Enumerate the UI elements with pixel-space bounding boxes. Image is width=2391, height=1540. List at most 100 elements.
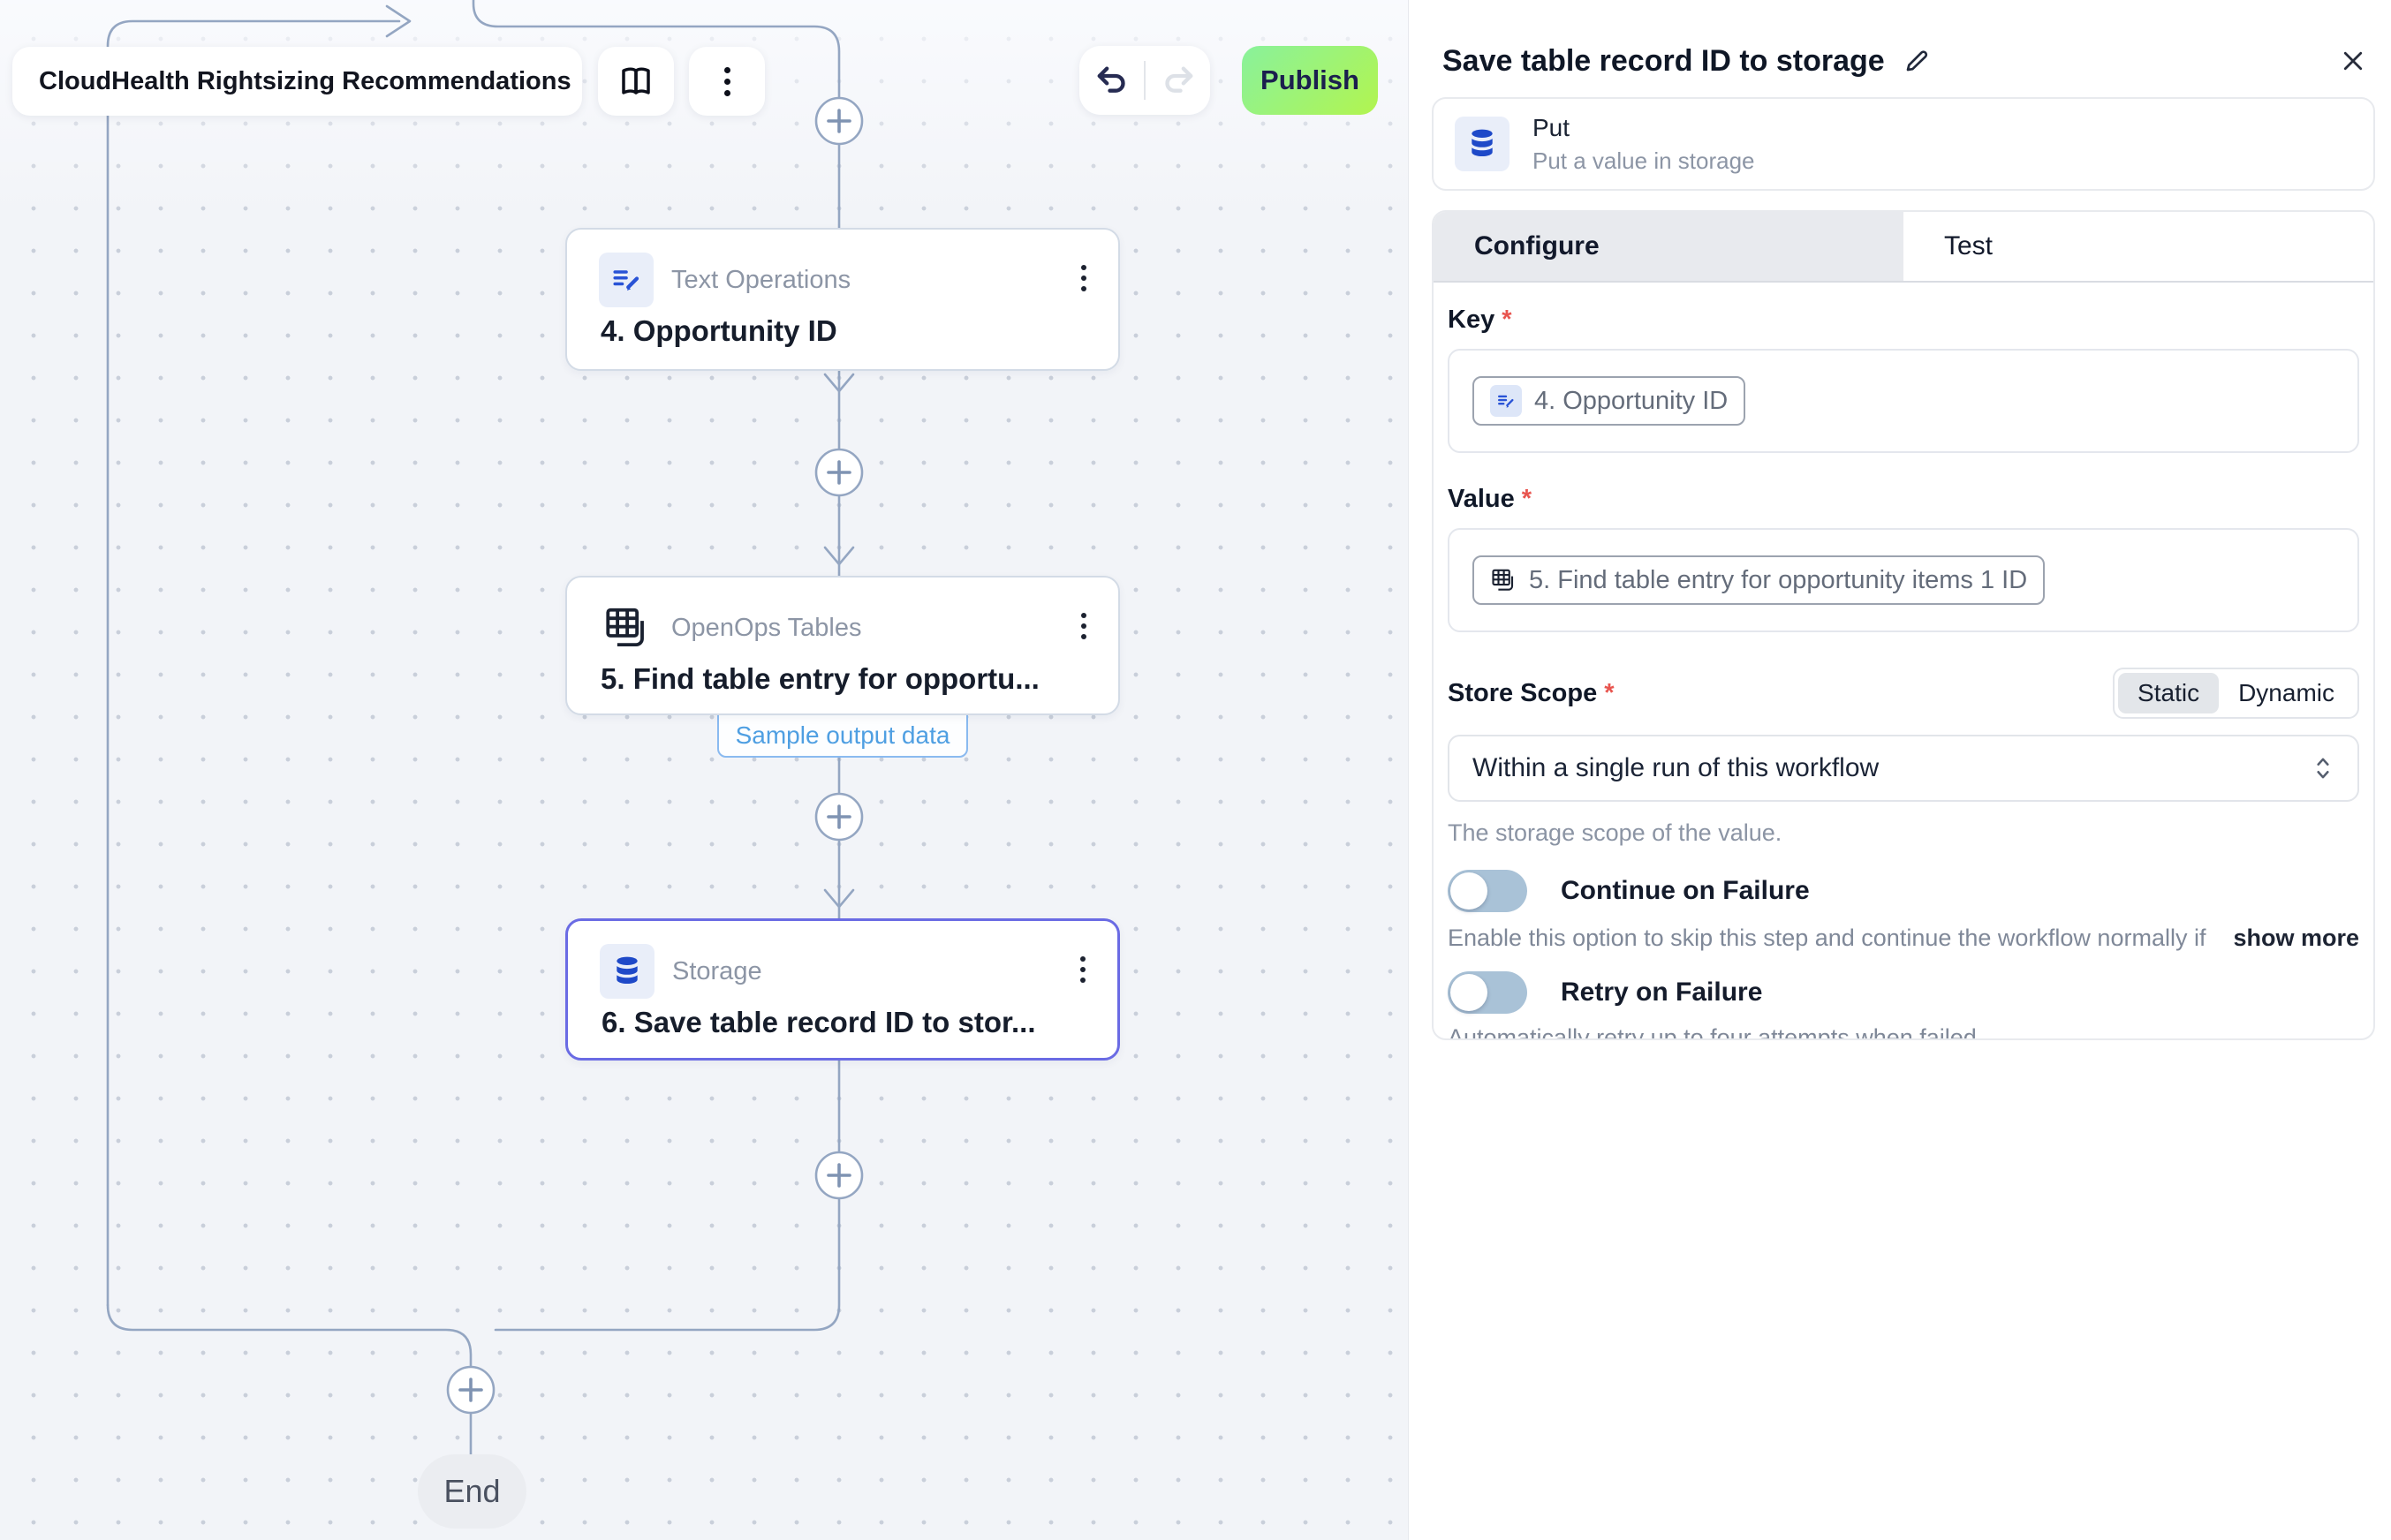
toggle-knob — [1450, 974, 1487, 1011]
panel-title: Save table record ID to storage — [1442, 43, 1885, 78]
retry-on-failure-label: Retry on Failure — [1561, 978, 1763, 1007]
database-icon — [600, 944, 654, 999]
close-icon — [2343, 51, 2363, 71]
node-menu-button[interactable] — [1076, 260, 1092, 297]
retry-on-failure-toggle[interactable] — [1448, 971, 1527, 1014]
add-step-button[interactable] — [814, 448, 864, 497]
static-dynamic-toggle: Static Dynamic — [2113, 668, 2359, 719]
edge-left-loop — [106, 19, 401, 1307]
redo-icon — [1164, 66, 1192, 93]
node-menu-button[interactable] — [1075, 951, 1091, 988]
workflow-name-button[interactable]: CloudHealth Rightsizing Recommendations — [12, 47, 582, 116]
node-title: 6. Save table record ID to stor... — [602, 1006, 1036, 1038]
node-openops-tables[interactable]: OpenOps Tables 5. Find table entry for o… — [565, 576, 1120, 715]
divider — [1144, 61, 1146, 100]
value-input[interactable]: 5. Find table entry for opportunity item… — [1448, 528, 2359, 632]
publish-button[interactable]: Publish — [1242, 46, 1378, 115]
workflow-edges — [106, 0, 864, 1457]
tab-configure[interactable]: Configure — [1434, 212, 1903, 281]
dynamic-option[interactable]: Dynamic — [2238, 679, 2334, 706]
store-scope-selected-value: Within a single run of this workflow — [1472, 753, 1880, 782]
arrowhead-down-icon — [823, 546, 855, 566]
pencil-edit-icon — [1906, 50, 1927, 72]
continue-on-failure-help: Enable this option to skip this step and… — [1448, 925, 2213, 951]
workflow-canvas[interactable]: Sample output data Text Operations 4. Op… — [0, 0, 1408, 1540]
node-text-operations[interactable]: Text Operations 4. Opportunity ID — [565, 228, 1120, 371]
kebab-menu-icon — [719, 62, 736, 102]
edge-left-bottom — [106, 1303, 473, 1370]
end-node: End — [418, 1454, 526, 1529]
node-app-name: Storage — [672, 956, 762, 985]
action-description: Put a value in storage — [1532, 147, 1755, 174]
updown-chevron-icon — [2317, 758, 2329, 779]
undo-icon — [1097, 66, 1125, 93]
end-label: End — [443, 1473, 501, 1509]
plus-icon — [827, 804, 851, 829]
text-operations-icon — [1490, 385, 1522, 417]
toggle-knob — [1450, 872, 1487, 910]
arrowhead-down-icon — [823, 373, 855, 393]
canvas-menu-button[interactable] — [689, 47, 765, 116]
plus-icon — [827, 460, 851, 485]
text-operations-icon — [599, 253, 654, 307]
key-token-chip[interactable]: 4. Opportunity ID — [1472, 376, 1746, 426]
node-title: 4. Opportunity ID — [601, 314, 837, 347]
book-icon — [622, 67, 650, 94]
node-app-name: OpenOps Tables — [671, 613, 862, 642]
add-step-button[interactable] — [814, 96, 864, 146]
add-step-button[interactable] — [446, 1365, 496, 1415]
key-token-label: 4. Opportunity ID — [1534, 386, 1729, 415]
key-input[interactable]: 4. Opportunity ID — [1448, 349, 2359, 453]
value-token-chip[interactable]: 5. Find table entry for opportunity item… — [1472, 555, 2046, 605]
edge-node6-to-merge — [494, 1058, 841, 1332]
store-scope-help: The storage scope of the value. — [1448, 819, 1782, 846]
required-marker: * — [1502, 306, 1512, 334]
redo-button[interactable] — [1146, 46, 1210, 115]
arrowhead-down-icon — [823, 888, 855, 909]
retry-on-failure-help: Automatically retry up to four attempts … — [1448, 1024, 1984, 1040]
tables-icon — [599, 600, 654, 655]
continue-on-failure-label: Continue on Failure — [1561, 876, 1810, 905]
required-marker: * — [1521, 485, 1532, 513]
workflow-name: CloudHealth Rightsizing Recommendations — [39, 66, 571, 95]
tab-test[interactable]: Test — [1944, 231, 1994, 260]
continue-on-failure-row: Continue on Failure — [1448, 870, 2359, 912]
value-field-label: Value* — [1448, 485, 1532, 513]
rename-step-button[interactable] — [1903, 47, 1931, 75]
sample-output-data-label: Sample output data — [735, 721, 950, 749]
close-panel-button[interactable] — [2334, 42, 2372, 79]
plus-icon — [827, 109, 851, 133]
store-scope-select[interactable]: Within a single run of this workflow — [1448, 735, 2359, 802]
panel-tabs: Configure Test — [1434, 212, 2373, 283]
plus-icon — [458, 1378, 483, 1402]
add-step-button[interactable] — [814, 792, 864, 842]
action-info-card: Put Put a value in storage — [1432, 97, 2375, 191]
docs-button[interactable] — [598, 47, 674, 116]
arrowhead-right-icon — [385, 4, 412, 38]
undo-redo-group — [1079, 46, 1210, 115]
tables-icon — [1490, 567, 1517, 593]
continue-on-failure-toggle[interactable] — [1448, 870, 1527, 912]
add-step-buttons — [446, 96, 864, 1415]
static-option[interactable]: Static — [2118, 673, 2220, 713]
edge-top-into-branch — [472, 0, 841, 101]
node-app-name: Text Operations — [671, 265, 851, 294]
store-scope-row: Store Scope* Static Dynamic — [1448, 668, 2359, 719]
undo-button[interactable] — [1079, 46, 1144, 115]
value-token-label: 5. Find table entry for opportunity item… — [1529, 565, 2028, 594]
plus-icon — [827, 1163, 851, 1188]
retry-on-failure-row: Retry on Failure — [1448, 971, 2359, 1014]
panel-header: Save table record ID to storage — [1442, 42, 2372, 79]
required-marker: * — [1604, 678, 1615, 707]
node-storage-selected[interactable]: Storage 6. Save table record ID to stor.… — [565, 918, 1120, 1061]
action-name: Put — [1532, 113, 1570, 141]
node-title: 5. Find table entry for opportu... — [601, 662, 1040, 695]
add-step-button[interactable] — [814, 1151, 864, 1200]
configure-section: Configure Test Key* — [1432, 210, 2375, 1040]
key-field-label: Key* — [1448, 306, 1512, 334]
show-more-link[interactable]: show more — [2233, 925, 2359, 951]
step-settings-panel: Save table record ID to storage — [1408, 0, 2391, 1540]
node-menu-button[interactable] — [1076, 608, 1092, 645]
database-icon — [1455, 117, 1510, 171]
